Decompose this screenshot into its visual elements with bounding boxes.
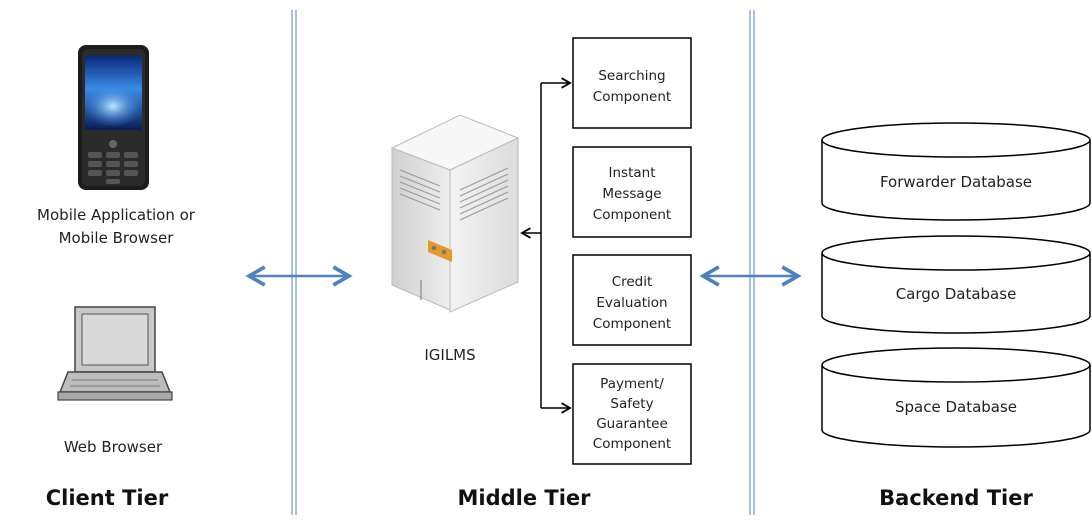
middle-tier-title: Middle Tier	[457, 486, 591, 510]
divider-middle-backend	[749, 10, 755, 515]
component-line: Guarantee	[596, 416, 668, 432]
component-box-payment-safety: Payment/ Safety Guarantee Component	[572, 363, 692, 465]
client-tier-title: Client Tier	[46, 486, 169, 510]
component-box-instant-message: Instant Message Component	[572, 146, 692, 238]
database-label: Space Database	[895, 398, 1017, 416]
mobile-label-line2: Mobile Browser	[59, 229, 175, 247]
laptop-icon	[57, 306, 173, 401]
web-browser-label: Web Browser	[64, 438, 163, 456]
divider-client-middle	[291, 10, 297, 515]
component-line: Component	[593, 89, 671, 105]
component-line: Component	[593, 436, 671, 452]
backend-tier-title: Backend Tier	[879, 486, 1033, 510]
database-cylinder-space: Space Database	[821, 347, 1091, 448]
server-icon	[390, 114, 520, 313]
component-box-searching: Searching Component	[572, 37, 692, 129]
component-line: Evaluation	[596, 295, 667, 311]
mobile-label-line1: Mobile Application or	[37, 206, 196, 224]
component-line: Component	[593, 316, 671, 332]
component-box-credit-evaluation: Credit Evaluation Component	[572, 254, 692, 346]
component-line: Payment/	[600, 376, 664, 392]
component-line: Component	[593, 207, 671, 223]
database-cylinder-forwarder: Forwarder Database	[821, 122, 1091, 221]
component-connector	[520, 77, 572, 414]
component-line: Message	[602, 186, 661, 202]
database-label: Cargo Database	[896, 285, 1017, 303]
database-cylinder-cargo: Cargo Database	[821, 235, 1091, 334]
component-line: Instant	[609, 165, 656, 181]
component-line: Searching	[598, 68, 665, 84]
component-line: Credit	[612, 274, 653, 290]
mobile-phone-icon	[78, 45, 149, 190]
component-line: Safety	[610, 396, 653, 412]
database-label: Forwarder Database	[880, 173, 1032, 191]
igilms-label: IGILMS	[424, 346, 475, 364]
